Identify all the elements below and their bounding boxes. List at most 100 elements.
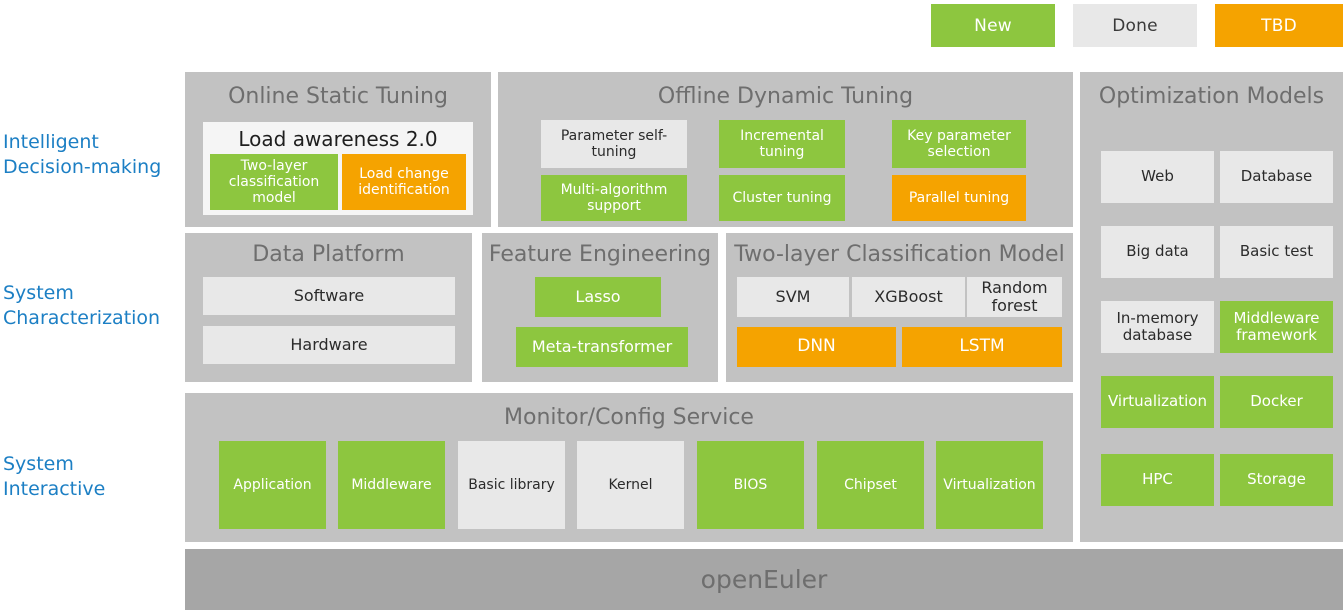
box-meta-transformer[interactable]: Meta-transformer: [516, 327, 688, 367]
box-hpc[interactable]: HPC: [1101, 454, 1214, 506]
legend-new-label: New: [974, 15, 1012, 36]
box-label: Middleware: [351, 476, 432, 493]
panel-title-feature-engineering: Feature Engineering: [488, 242, 712, 267]
box-label: Middleware framework: [1233, 308, 1320, 344]
section-label-line2: Interactive: [3, 478, 106, 500]
box-label: Docker: [1250, 392, 1303, 411]
box-label: Multi-algorithm support: [560, 181, 668, 214]
box-label: Web: [1141, 167, 1174, 186]
panel-title-two-layer-classification-model: Two-layer Classification Model: [734, 242, 1065, 267]
box-label: Software: [293, 285, 365, 305]
box-label: Storage: [1247, 470, 1306, 489]
section-label-line2: Decision-making: [3, 156, 162, 178]
box-label: Meta-transformer: [531, 336, 673, 356]
box-label: SVM: [775, 286, 811, 306]
footer-openeuler: openEuler: [185, 549, 1343, 610]
section-label-intelligent-decision-making: Intelligent Decision-making: [3, 130, 181, 180]
box-xgboost[interactable]: XGBoost: [852, 277, 965, 317]
card-load-awareness: Load awareness 2.0 Two-layer classificat…: [203, 122, 473, 215]
box-label: XGBoost: [874, 286, 943, 306]
box-basic-library[interactable]: Basic library: [458, 441, 565, 529]
box-label: Incremental tuning: [740, 127, 824, 160]
box-cluster-tuning[interactable]: Cluster tuning: [719, 175, 845, 221]
box-kernel[interactable]: Kernel: [577, 441, 684, 529]
box-key-parameter-selection[interactable]: Key parameter selection: [892, 120, 1026, 168]
box-multi-algorithm-support[interactable]: Multi-algorithm support: [541, 175, 687, 221]
panel-title-optimization-models: Optimization Models: [1098, 84, 1325, 109]
section-label-line1: Intelligent: [3, 131, 99, 153]
box-docker[interactable]: Docker: [1220, 376, 1333, 428]
box-virtualization-models[interactable]: Virtualization: [1101, 376, 1214, 428]
box-database[interactable]: Database: [1220, 151, 1333, 203]
box-load-change-identification[interactable]: Load change identification: [342, 154, 466, 210]
box-web[interactable]: Web: [1101, 151, 1214, 203]
box-label: Chipset: [844, 476, 897, 493]
footer-label: openEuler: [700, 565, 828, 594]
section-label-system-interactive: System Interactive: [3, 452, 181, 502]
box-big-data[interactable]: Big data: [1101, 226, 1214, 278]
panel-two-layer-classification-model: Two-layer Classification Model SVM XGBoo…: [726, 233, 1073, 382]
box-label: Basic test: [1239, 242, 1314, 261]
box-label: Database: [1240, 167, 1313, 186]
box-label: Basic library: [468, 476, 555, 493]
panel-title-data-platform: Data Platform: [252, 242, 405, 267]
box-label: Parameter self-tuning: [560, 127, 668, 160]
box-label: In-memory database: [1116, 308, 1199, 344]
box-label: LSTM: [959, 336, 1005, 357]
section-label-system-characterization: System Characterization: [3, 281, 181, 331]
panel-title-offline-dynamic-tuning: Offline Dynamic Tuning: [657, 84, 914, 109]
panel-online-static-tuning: Online Static Tuning Load awareness 2.0 …: [185, 72, 491, 227]
box-label: Cluster tuning: [732, 189, 832, 206]
panel-offline-dynamic-tuning: Offline Dynamic Tuning Parameter self-tu…: [498, 72, 1073, 227]
box-label: Hardware: [290, 334, 368, 354]
panel-title-monitor-config-service: Monitor/Config Service: [504, 405, 754, 430]
panel-monitor-config-service: Monitor/Config Service Application Middl…: [185, 393, 1073, 542]
box-virtualization-monitor[interactable]: Virtualization: [936, 441, 1043, 529]
box-label: Big data: [1126, 242, 1189, 261]
box-basic-test[interactable]: Basic test: [1220, 226, 1333, 278]
box-label: Virtualization: [943, 476, 1036, 493]
card-load-awareness-title: Load awareness 2.0: [238, 127, 438, 151]
box-parallel-tuning[interactable]: Parallel tuning: [892, 175, 1026, 221]
section-label-line1: System: [3, 453, 74, 475]
box-label: Key parameter selection: [907, 127, 1011, 160]
box-hardware[interactable]: Hardware: [203, 326, 455, 364]
box-dnn[interactable]: DNN: [737, 327, 896, 367]
box-label: Two-layer classification model: [228, 157, 320, 207]
box-label: Kernel: [608, 476, 653, 493]
box-two-layer-classification-model[interactable]: Two-layer classification model: [210, 154, 338, 210]
box-storage[interactable]: Storage: [1220, 454, 1333, 506]
box-label: DNN: [797, 336, 836, 357]
box-label: Virtualization: [1108, 392, 1207, 411]
box-label: Random forest: [981, 277, 1048, 315]
box-lasso[interactable]: Lasso: [535, 277, 661, 317]
box-middleware[interactable]: Middleware: [338, 441, 445, 529]
legend-tbd: TBD: [1215, 4, 1343, 47]
box-software[interactable]: Software: [203, 277, 455, 315]
box-lstm[interactable]: LSTM: [902, 327, 1062, 367]
section-label-line2: Characterization: [3, 307, 161, 329]
legend-done-label: Done: [1112, 15, 1158, 36]
box-label: Application: [233, 476, 312, 493]
box-in-memory-database[interactable]: In-memory database: [1101, 301, 1214, 353]
box-label: Load change identification: [358, 165, 450, 198]
box-label: Parallel tuning: [908, 189, 1010, 206]
box-parameter-self-tuning[interactable]: Parameter self-tuning: [541, 120, 687, 168]
box-incremental-tuning[interactable]: Incremental tuning: [719, 120, 845, 168]
legend-new: New: [931, 4, 1055, 47]
panel-optimization-models: Optimization Models Web Database Big dat…: [1080, 72, 1343, 542]
section-label-line1: System: [3, 282, 74, 304]
legend-tbd-label: TBD: [1261, 15, 1297, 36]
box-random-forest[interactable]: Random forest: [967, 277, 1062, 317]
box-label: HPC: [1142, 470, 1173, 489]
box-application[interactable]: Application: [219, 441, 326, 529]
panel-title-online-static-tuning: Online Static Tuning: [228, 84, 448, 109]
box-chipset[interactable]: Chipset: [817, 441, 924, 529]
legend-done: Done: [1073, 4, 1197, 47]
panel-data-platform: Data Platform Software Hardware: [185, 233, 472, 382]
box-label: Lasso: [575, 286, 621, 306]
box-middleware-framework[interactable]: Middleware framework: [1220, 301, 1333, 353]
box-svm[interactable]: SVM: [737, 277, 849, 317]
panel-feature-engineering: Feature Engineering Lasso Meta-transform…: [482, 233, 718, 382]
box-bios[interactable]: BIOS: [697, 441, 804, 529]
